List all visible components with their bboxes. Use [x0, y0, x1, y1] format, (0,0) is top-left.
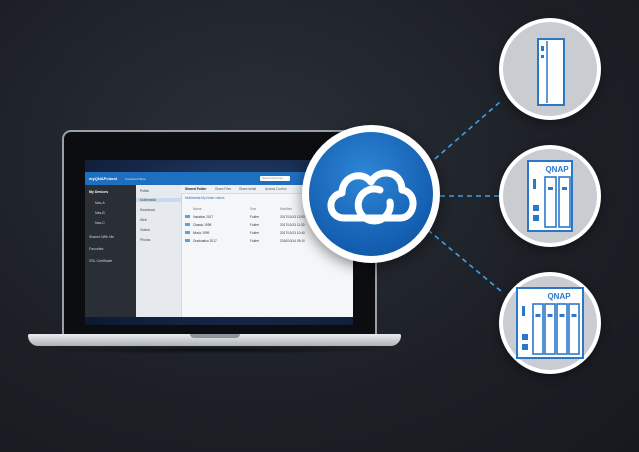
sidebar-item-my-devices[interactable]: My Devices [89, 190, 109, 194]
row-name: Vacation 2017 [193, 214, 214, 219]
folder-item[interactable]: Web [140, 218, 147, 222]
sidebar-item-shared[interactable]: Shared With Me [89, 235, 115, 239]
link-line-top [427, 101, 501, 166]
folder-item[interactable]: Download [140, 208, 155, 212]
col-size[interactable]: Size [250, 206, 257, 211]
tab-shared-folder[interactable]: Shared Folder [185, 187, 207, 191]
laptop-notch [190, 334, 240, 338]
row-type: Folder [250, 214, 260, 219]
four-bay-nas-icon: QNAP [516, 287, 584, 359]
sidebar-item-nas-b[interactable]: Nas-B [95, 211, 105, 215]
search-input[interactable]: Search Devices [260, 176, 290, 181]
folder-icon [185, 222, 190, 226]
tab-share-files[interactable]: Share Files [215, 187, 232, 191]
tab-access-control[interactable]: Access Control [265, 187, 287, 191]
col-name[interactable]: Name [193, 206, 202, 211]
two-bay-nas-icon: QNAP [527, 160, 573, 232]
app-header: myQNAPcloud SmartLink Beta Search Device… [85, 172, 353, 185]
brand-label: QNAP [547, 292, 571, 301]
table-row[interactable]: Vacation 2017 Folder 2017/10/13 12:00 [185, 213, 345, 220]
row-date: 2017/10/13 11:30 [280, 222, 305, 227]
row-type: Folder [250, 222, 260, 227]
row-date: 2016/10/14 09:10 [280, 238, 305, 243]
folder-item[interactable]: Public [140, 189, 149, 193]
app-window: myQNAPcloud SmartLink Beta Search Device… [85, 172, 353, 317]
table-row[interactable]: Classic 1998 Folder 2017/10/13 11:30 [185, 221, 345, 228]
col-modified[interactable]: Modified [280, 206, 293, 211]
app-subtitle: SmartLink Beta [125, 176, 146, 181]
sidebar-item-nas-a[interactable]: Nas-A [95, 201, 105, 205]
laptop-base [28, 334, 401, 346]
sidebar-item-favorites[interactable]: Favorites [89, 247, 104, 251]
row-date: 2017/10/13 12:00 [280, 214, 305, 219]
tab-share-detail[interactable]: Share detail [239, 187, 257, 191]
brand-label: QNAP [545, 165, 569, 174]
laptop-screen: myQNAPcloud SmartLink Beta Search Device… [85, 160, 353, 325]
row-name: Music 1999 [193, 230, 210, 235]
table-row[interactable]: Graduation 2017 Folder 2016/10/14 09:10 [185, 237, 345, 244]
folder-list: Public Multimedia Download Web Videos Ph… [136, 185, 182, 317]
folder-icon [185, 230, 190, 234]
sidebar-item-nas-c[interactable]: Nas-C [95, 221, 105, 225]
table-header: Name Size Modified [185, 205, 345, 212]
table-row[interactable]: Music 1999 Folder 2017/10/13 10:40 [185, 229, 345, 236]
row-date: 2017/10/13 10:40 [280, 230, 305, 235]
tab-bar: Shared Folder Share Files Share detail A… [181, 185, 353, 194]
folder-item[interactable]: Photos [140, 238, 151, 242]
tower-nas-icon [537, 38, 565, 106]
folder-item-selected[interactable]: Multimedia [136, 198, 181, 202]
row-type: Folder [250, 238, 260, 243]
folder-item[interactable]: Videos [140, 228, 151, 232]
app-logo: myQNAPcloud [89, 176, 118, 181]
link-line-bottom [427, 229, 503, 293]
folder-icon [185, 214, 190, 218]
row-name: Graduation 2017 [193, 238, 217, 243]
row-type: Folder [250, 230, 260, 235]
app-sidebar: My Devices Nas-A Nas-B Nas-C Shared With… [85, 185, 136, 317]
folder-icon [185, 238, 190, 242]
cloud-sync-icon [327, 169, 417, 225]
laptop-shadow [40, 346, 390, 354]
row-name: Classic 1998 [193, 222, 212, 227]
breadcrumb: Multimedia My folder videos [185, 196, 225, 200]
sidebar-item-ssl[interactable]: SSL Certificate [89, 259, 113, 263]
